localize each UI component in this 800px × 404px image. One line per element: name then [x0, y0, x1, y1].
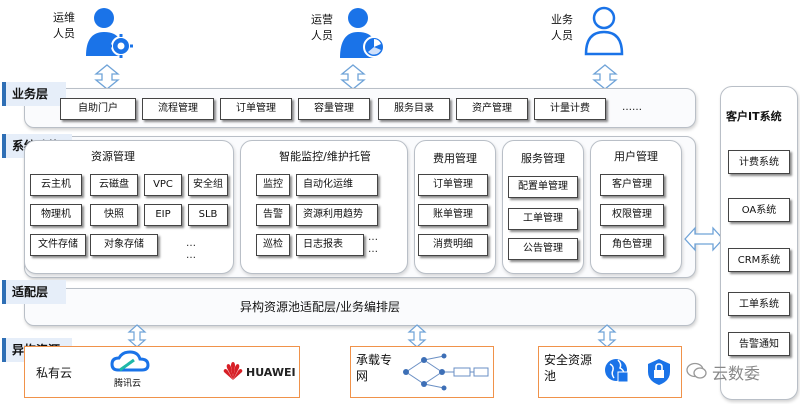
fee-title: 费用管理	[433, 152, 477, 165]
monitor-left-inspection: 巡检	[256, 234, 290, 256]
res-physical-machine: 物理机	[30, 204, 82, 226]
fee-bill-mgmt: 账单管理	[418, 204, 488, 226]
service-config-mgmt: 配置单管理	[508, 176, 578, 198]
layer-tag-business: 业务层	[2, 82, 66, 106]
user-role-mgmt: 角色管理	[600, 234, 664, 256]
security-globe-icon	[605, 359, 629, 383]
business-person-icon	[584, 6, 624, 56]
business-item-self-service-portal: 自助门户	[60, 98, 136, 120]
business-item-capacity-mgmt: 容量管理	[298, 98, 370, 120]
business-item-more: ……	[622, 102, 642, 113]
customer-it-billing: 计费系统	[728, 150, 790, 174]
ops-person-gear-icon	[86, 8, 133, 58]
monitor-right-log-report: 日志报表	[296, 234, 364, 256]
security-pool-label: 安全资源池	[544, 353, 593, 383]
business-item-service-catalog: 服务目录	[378, 98, 450, 120]
watermark-text: 云数委	[712, 364, 761, 383]
res-security-group: 安全组	[188, 174, 228, 196]
business-item-metering-billing: 计量计费	[534, 98, 606, 120]
persona-label-business: 业务人员	[551, 13, 573, 42]
arrow-business-business-icon	[592, 64, 618, 90]
operations-person-chart-icon	[340, 8, 385, 58]
adapter-text: 异构资源池适配层/业务编排层	[240, 300, 401, 314]
fee-consumption-detail: 消费明细	[418, 234, 488, 256]
arrow-adapter-private-cloud-icon	[127, 324, 147, 348]
service-ticket-mgmt: 工单管理	[508, 208, 578, 230]
customer-it-title: 客户IT系统	[726, 110, 782, 123]
customer-it-crm: CRM系统	[728, 248, 790, 272]
res-cloud-disk: 云磁盘	[90, 174, 138, 196]
business-item-order-mgmt: 订单管理	[220, 98, 292, 120]
persona-label-ops: 运维人员	[53, 11, 75, 40]
customer-it-ticket: 工单系统	[728, 292, 790, 316]
arrow-adapter-network-icon	[407, 324, 427, 348]
fee-order-mgmt: 订单管理	[418, 174, 488, 196]
user-customer-mgmt: 客户管理	[600, 174, 664, 196]
arrow-adapter-security-icon	[597, 324, 617, 348]
monitor-right-resource-trend: 资源利用趋势	[296, 204, 378, 226]
monitor-left-alarm: 告警	[256, 204, 290, 226]
business-item-asset-mgmt: 资产管理	[456, 98, 528, 120]
monitor-title: 智能监控/维护托管	[279, 150, 371, 163]
persona-label-operations: 运营人员	[311, 13, 333, 42]
layer-tag-adapter: 适配层	[2, 280, 66, 304]
huawei-logo-icon	[223, 362, 243, 380]
resource-more: ……	[186, 238, 196, 261]
resource-mgmt-title: 资源管理	[91, 150, 135, 163]
user-title: 用户管理	[614, 150, 658, 163]
dedicated-network-label: 承载专网	[356, 353, 393, 383]
arrow-ops-business-icon	[94, 64, 120, 90]
network-topology-icon	[403, 353, 489, 391]
res-file-storage: 文件存储	[30, 234, 86, 256]
res-eip: EIP	[144, 204, 182, 226]
customer-it-alarm-notice: 告警通知	[728, 332, 790, 356]
service-title: 服务管理	[521, 152, 565, 165]
arrow-operations-business-icon	[340, 64, 366, 90]
security-shield-icon	[648, 359, 670, 385]
res-slb: SLB	[188, 204, 228, 226]
private-cloud-label: 私有云	[36, 366, 73, 380]
tencent-cloud-label: 腾讯云	[114, 379, 142, 389]
business-item-process-mgmt: 流程管理	[142, 98, 214, 120]
customer-it-oa: OA系统	[728, 198, 790, 222]
huawei-label: HUAWEI	[246, 366, 296, 379]
adapter-layer-band	[24, 288, 696, 326]
arrow-system-customer-it-icon	[684, 226, 724, 252]
service-notice-mgmt: 公告管理	[508, 238, 578, 260]
res-object-storage: 对象存储	[90, 234, 158, 256]
monitor-left-monitoring: 监控	[256, 174, 290, 196]
private-cloud-box	[24, 346, 300, 398]
wechat-watermark-icon	[686, 362, 707, 379]
tencent-cloud-logo-icon	[110, 350, 150, 372]
res-snapshot: 快照	[90, 204, 138, 226]
res-vpc: VPC	[144, 174, 182, 196]
res-cloud-host: 云主机	[30, 174, 82, 196]
monitor-right-auto-ops: 自动化运维	[296, 174, 378, 196]
monitor-more: ……	[368, 232, 378, 255]
user-permission-mgmt: 权限管理	[600, 204, 664, 226]
